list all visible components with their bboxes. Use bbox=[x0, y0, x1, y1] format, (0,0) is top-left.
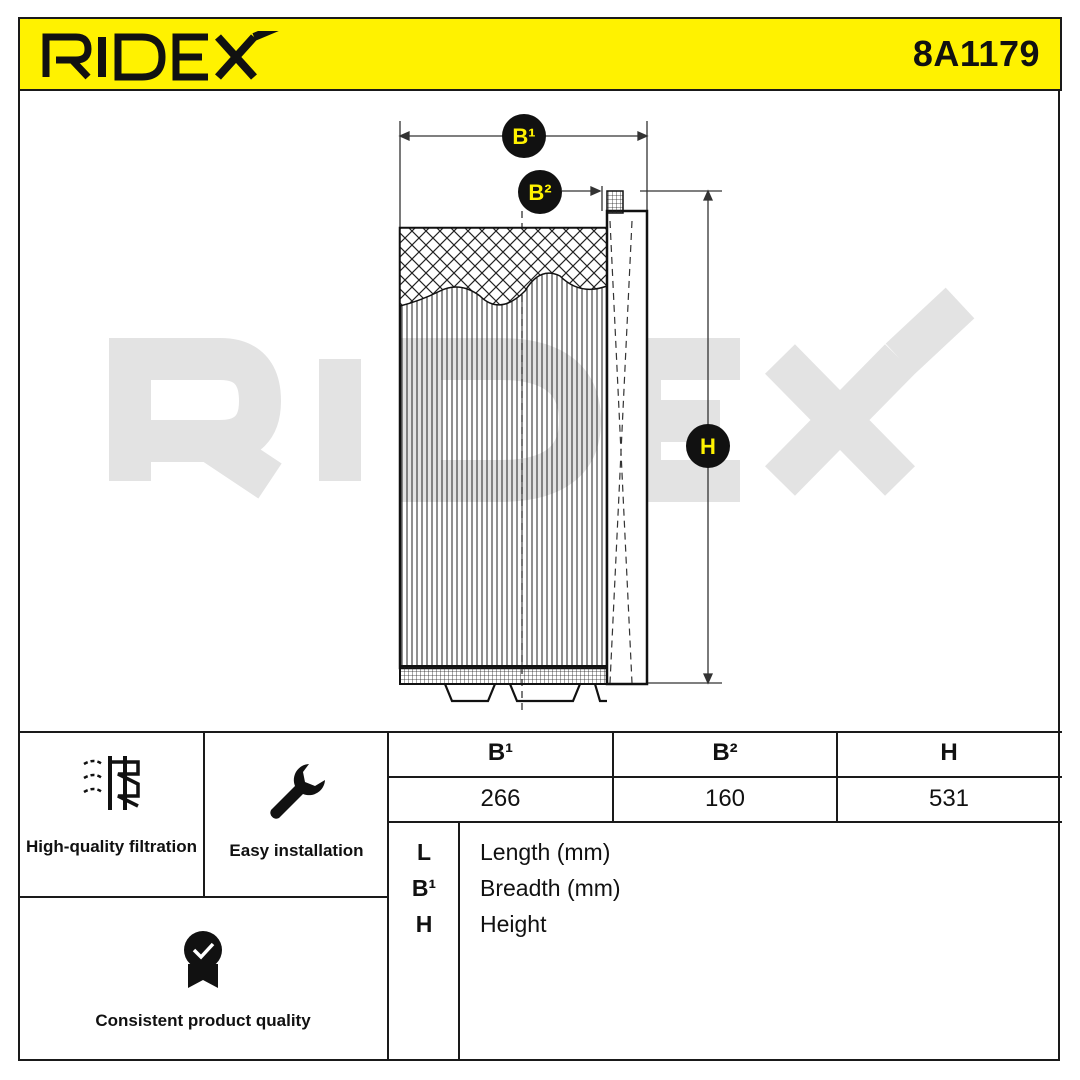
legend-desc-b1: Breadth (mm) bbox=[480, 875, 621, 901]
header-bar: 8A1179 bbox=[18, 17, 1062, 91]
legend-key-h: H bbox=[415, 911, 433, 937]
feature-quality-label: Consistent product quality bbox=[95, 1011, 311, 1030]
quality-badge-icon bbox=[184, 931, 222, 988]
h-callout-label: H bbox=[700, 434, 716, 459]
b2-callout-label: B² bbox=[528, 180, 551, 205]
divider-features-vertical bbox=[203, 731, 205, 897]
legend-desc-l: Length (mm) bbox=[480, 839, 611, 865]
filter-body bbox=[398, 190, 649, 703]
ridex-logo bbox=[42, 31, 279, 81]
legend-desc-h: Height bbox=[480, 911, 547, 937]
legend-key-b1: B¹ bbox=[411, 875, 437, 901]
part-number: 8A1179 bbox=[912, 33, 1040, 74]
dim-header-h: H bbox=[940, 739, 958, 766]
divider-legend bbox=[458, 821, 460, 1061]
filter-technical-drawing: B¹ B² H bbox=[109, 114, 975, 711]
divider-features-horizontal bbox=[18, 896, 388, 898]
b1-callout-label: B¹ bbox=[512, 124, 535, 149]
dim-header-b2: B² bbox=[712, 739, 738, 766]
divider-main-vertical bbox=[387, 731, 389, 1061]
divider-dim-values bbox=[387, 821, 1062, 823]
feature-filtration-label: High-quality filtration bbox=[26, 837, 197, 856]
filtration-icon bbox=[83, 756, 140, 810]
b2-dimension bbox=[521, 185, 603, 711]
b2-callout bbox=[518, 170, 562, 214]
dim-value-b2: 160 bbox=[704, 785, 746, 812]
dim-value-b1: 266 bbox=[480, 785, 521, 812]
h-callout bbox=[686, 424, 730, 468]
wrench-icon bbox=[270, 764, 325, 819]
feature-installation-label: Easy installation bbox=[229, 841, 364, 860]
b1-callout bbox=[502, 114, 546, 158]
legend-key-l: L bbox=[416, 839, 432, 865]
dim-value-h: 531 bbox=[928, 785, 970, 812]
divider-top bbox=[18, 731, 1062, 733]
dim-header-b1: B¹ bbox=[487, 739, 514, 766]
divider-dim-header bbox=[387, 776, 1062, 778]
